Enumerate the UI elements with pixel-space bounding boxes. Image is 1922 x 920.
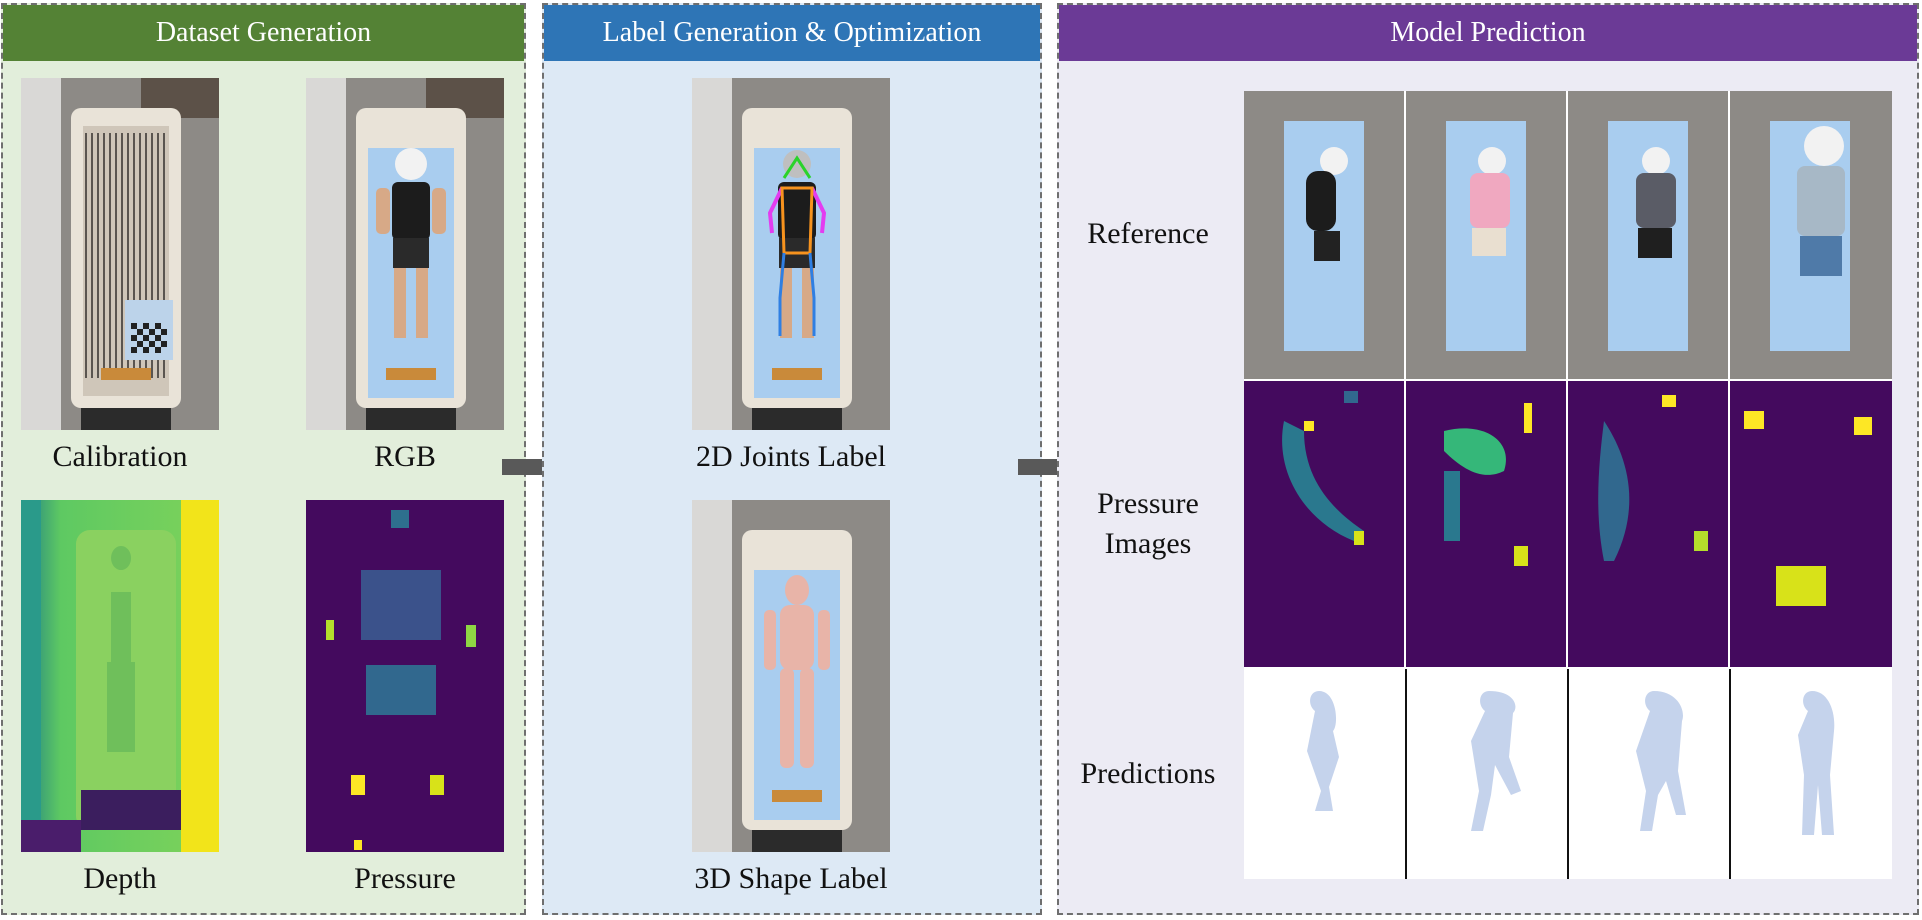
reference-row-label: Reference — [1087, 217, 1209, 250]
pressure-image — [306, 500, 504, 852]
joints-label: 2D Joints Label — [696, 440, 886, 473]
rgb-label: RGB — [374, 440, 436, 473]
joints-image — [692, 78, 890, 430]
prediction-images — [1244, 669, 1892, 879]
calibration-image — [21, 78, 219, 430]
results-grid — [1244, 91, 1892, 879]
depth-image — [21, 500, 219, 852]
predictions-row-label: Predictions — [1080, 757, 1216, 790]
pressure-row-label-line2: Images — [1104, 527, 1192, 560]
depth-label: Depth — [83, 862, 157, 895]
shape-image — [692, 500, 890, 852]
pressure-row-label-line1: Pressure — [1097, 487, 1199, 520]
label-generation-title: Label Generation & Optimization — [544, 5, 1040, 61]
rgb-image — [306, 78, 504, 430]
pressure-images — [1244, 381, 1892, 667]
shape-label: 3D Shape Label — [694, 862, 888, 895]
dataset-generation-title: Dataset Generation — [3, 5, 524, 61]
pressure-label: Pressure — [354, 862, 456, 895]
pressure-row-label: Pressure Images — [1038, 484, 1258, 564]
calibration-label: Calibration — [52, 440, 188, 473]
model-prediction-title: Model Prediction — [1059, 5, 1917, 61]
reference-images — [1244, 91, 1892, 379]
